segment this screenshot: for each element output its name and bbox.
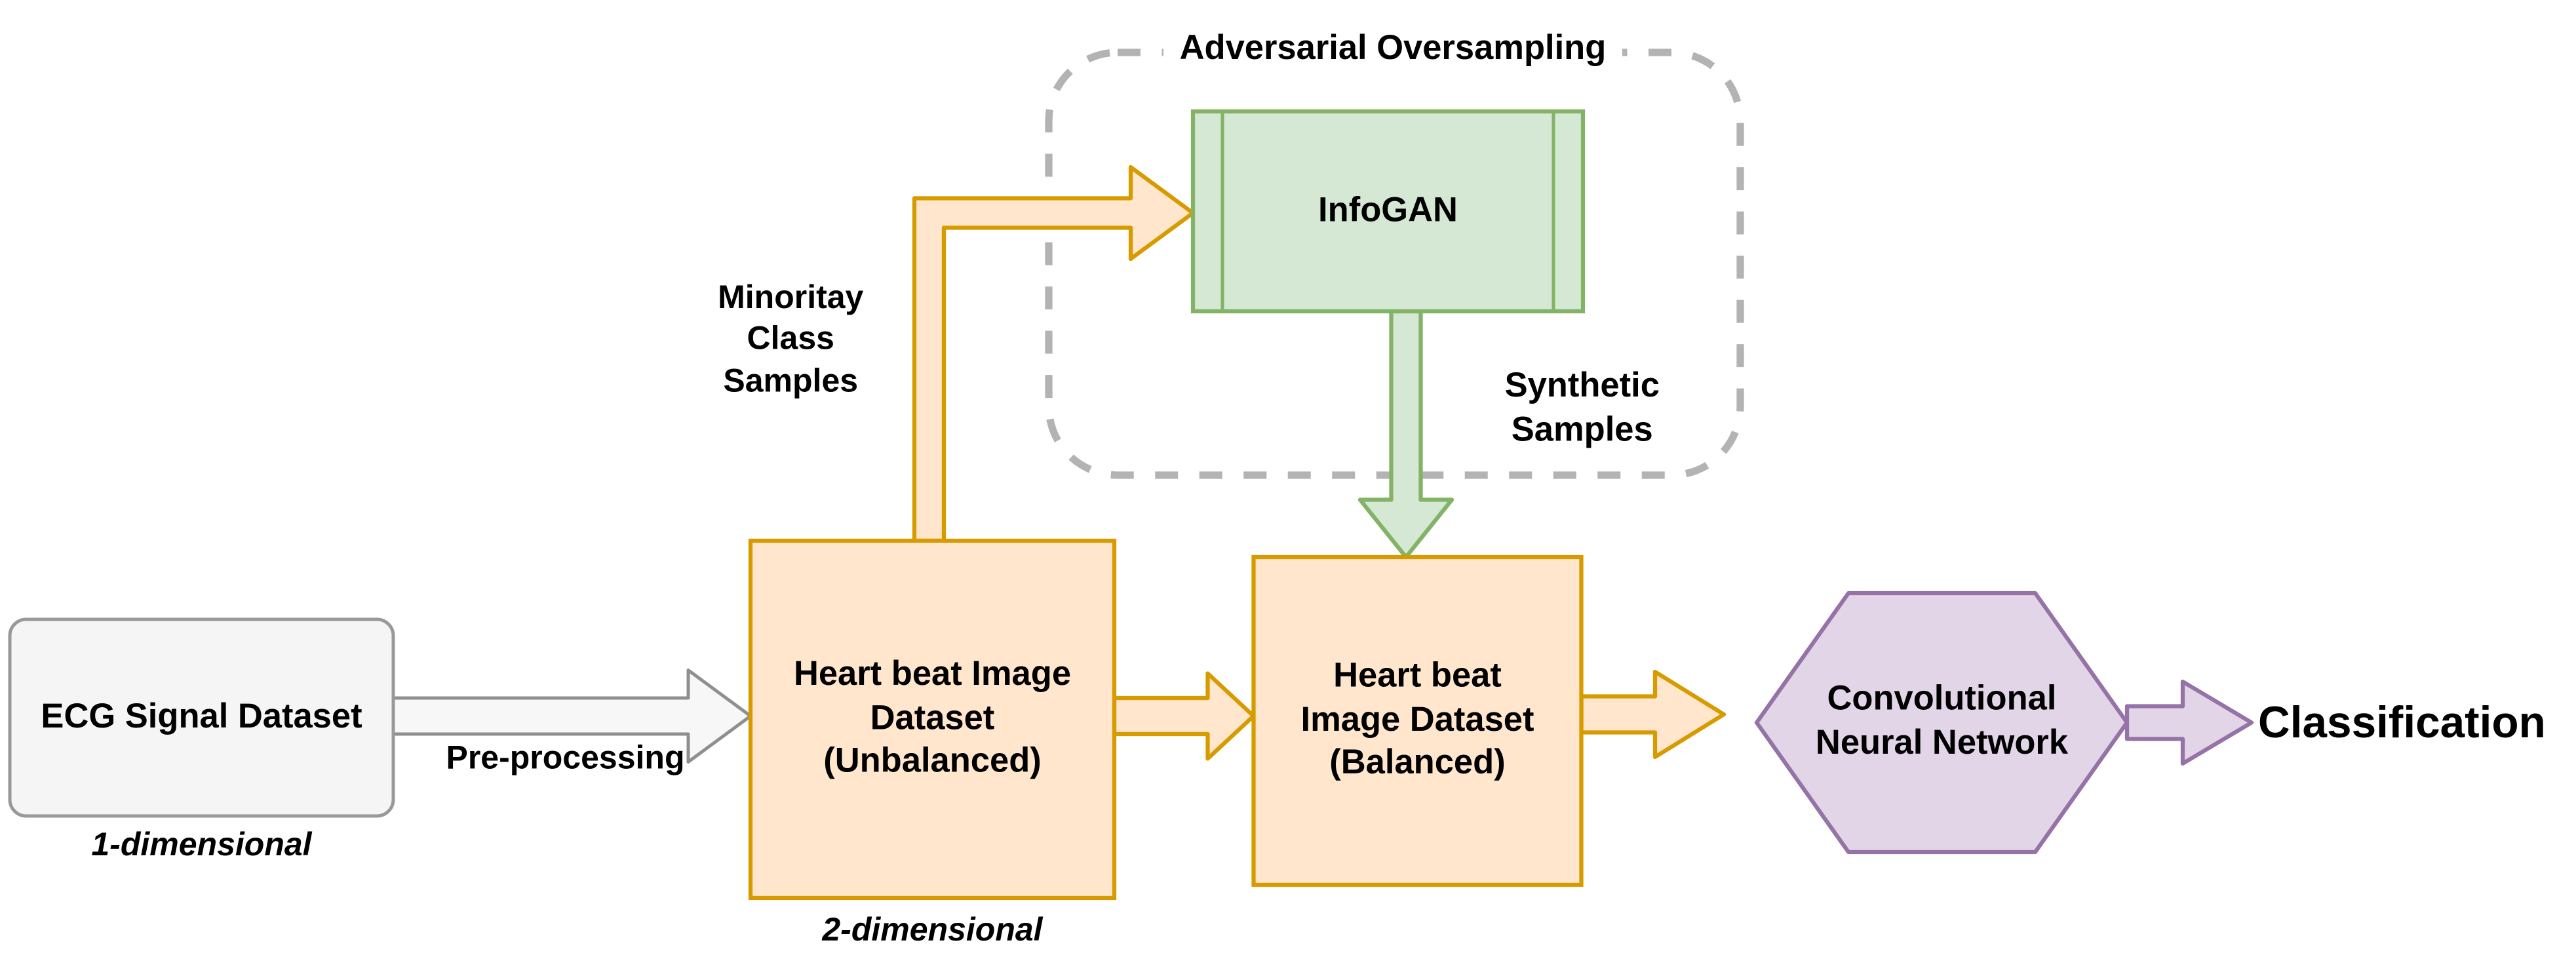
unbalanced-to-balanced-arrow (1112, 671, 1256, 761)
classification-label: Classification (2258, 697, 2546, 747)
unbalanced-label: Heart beat Image Dataset (Unbalanced) (793, 655, 1072, 781)
synthetic-samples-arrow (1357, 309, 1454, 560)
preprocessing-arrow (391, 669, 752, 764)
infogan-node-box (1190, 109, 1586, 314)
ecg-node-box (8, 617, 395, 818)
infogan-label: InfoGAN (1318, 191, 1458, 229)
adversarial-container-title-text: Adversarial Oversampling (1163, 27, 1623, 71)
balanced-label: Heart beat Image Dataset (Balanced) (1300, 656, 1534, 783)
unbalanced-node-box (748, 538, 1117, 901)
cnn-to-classification-arrow (2124, 679, 2254, 766)
ecg-label: ECG Signal Dataset (41, 697, 362, 735)
preprocessing-label: Pre-processing (446, 741, 685, 777)
balanced-to-cnn-arrow (1579, 669, 1727, 760)
cnn-label: Convolutional Neural Network (1815, 680, 2069, 762)
balanced-node-box (1251, 554, 1584, 887)
minority-samples-arrow (912, 165, 1196, 543)
ecg-dimension-label: 1-dimensional (91, 828, 312, 864)
unbalanced-dimension-label: 2-dimensional (822, 913, 1043, 950)
synthetic-samples-label: Synthetic Samples (1504, 367, 1660, 449)
adversarial-container-label: Adversarial Oversampling (1131, 26, 1655, 72)
minority-samples-label: Minoritay Class Samples (718, 279, 864, 400)
